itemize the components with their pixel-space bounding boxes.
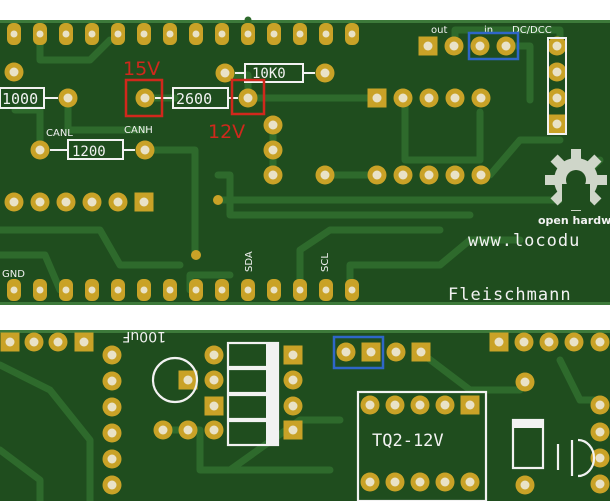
annotation-input-box <box>467 31 520 61</box>
label-in: in <box>484 25 493 36</box>
diode-band-2 <box>266 369 278 393</box>
label-scl: SCL <box>320 253 331 272</box>
open-hardware-gear-icon <box>545 149 607 211</box>
board-top: 1000 2600 10K0 1200 CANL CANH out in DC/… <box>0 16 610 305</box>
diode-band-1 <box>266 343 278 367</box>
annotation-12v-label: 12V <box>208 121 245 143</box>
label-brand: Fleischmann <box>448 285 572 305</box>
label-capacitor: 100uF <box>122 328 166 344</box>
annotation-15v-box <box>124 78 164 118</box>
label-canh: CANH <box>124 125 153 136</box>
diode-band-4 <box>266 421 278 445</box>
pads-top <box>4 36 567 260</box>
resistor-r1-value: 1000 <box>2 90 38 108</box>
label-open-hardware: open hardw <box>538 214 610 227</box>
diode-band-3 <box>266 395 278 419</box>
silkscreen-top <box>0 37 567 160</box>
label-gnd: GND <box>2 269 25 280</box>
annotation-15v-label: 15V <box>123 58 160 80</box>
label-dc-dcc: DC/DCC <box>512 25 552 36</box>
label-canl: CANL <box>46 128 73 139</box>
resistor-r4-value: 1200 <box>72 144 106 160</box>
label-url: www.locodu <box>468 231 580 251</box>
board-bottom: 100uF TQ2-12V <box>0 328 610 501</box>
resistor-r2-value: 2600 <box>176 90 212 108</box>
resistor-r3-value: 10K0 <box>252 66 286 82</box>
fuse-band <box>513 420 543 428</box>
annotation-relay-input-box <box>332 335 385 370</box>
label-out: out <box>431 25 447 36</box>
annotation-12v-box <box>230 78 266 116</box>
label-sda: SDA <box>244 251 255 272</box>
label-relay: TQ2-12V <box>372 431 444 451</box>
